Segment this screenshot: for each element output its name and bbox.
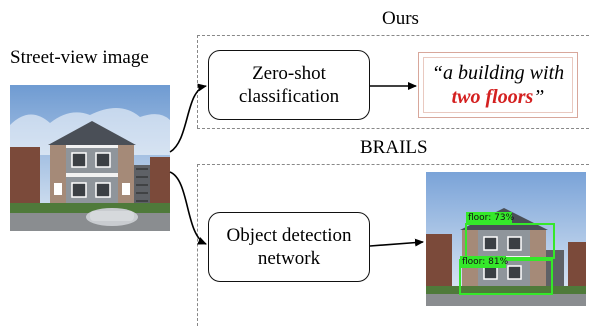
object-detection-line1: Object detection	[226, 225, 352, 246]
brails-section-border-left	[197, 164, 198, 326]
detection-result-photo	[426, 172, 586, 306]
ours-section-label: Ours	[382, 8, 419, 29]
zero-shot-line2: classification	[238, 86, 340, 107]
detection-label-upper: floor: 73%	[468, 213, 515, 223]
object-detection-line2: network	[257, 248, 321, 269]
detection-label-lower: floor: 81%	[462, 257, 509, 267]
ours-section-border-top	[197, 35, 589, 36]
ours-section-border-bottom	[197, 128, 589, 129]
brails-section-label: BRAILS	[360, 137, 428, 158]
street-view-photo	[10, 85, 170, 231]
caption-line2: two floors”	[452, 85, 545, 109]
caption-highlight: two floors	[451, 86, 534, 108]
zero-shot-classification-box: Zero-shot classification	[208, 50, 370, 120]
caption-close-quote: ”	[533, 86, 545, 108]
ours-section-border-left	[197, 35, 198, 128]
object-detection-network-box: Object detection network	[208, 212, 370, 282]
ours-output-caption-box: “a building with two floors”	[418, 52, 578, 118]
caption-line1: “a building with	[431, 62, 565, 84]
street-view-image-label: Street-view image	[10, 47, 149, 68]
arrow-to-zero-shot	[169, 83, 207, 153]
arrow-to-object-detection	[169, 171, 207, 245]
arrow-to-detection-result	[369, 238, 424, 247]
zero-shot-line1: Zero-shot	[252, 63, 326, 84]
brails-section-border-top	[197, 164, 589, 165]
